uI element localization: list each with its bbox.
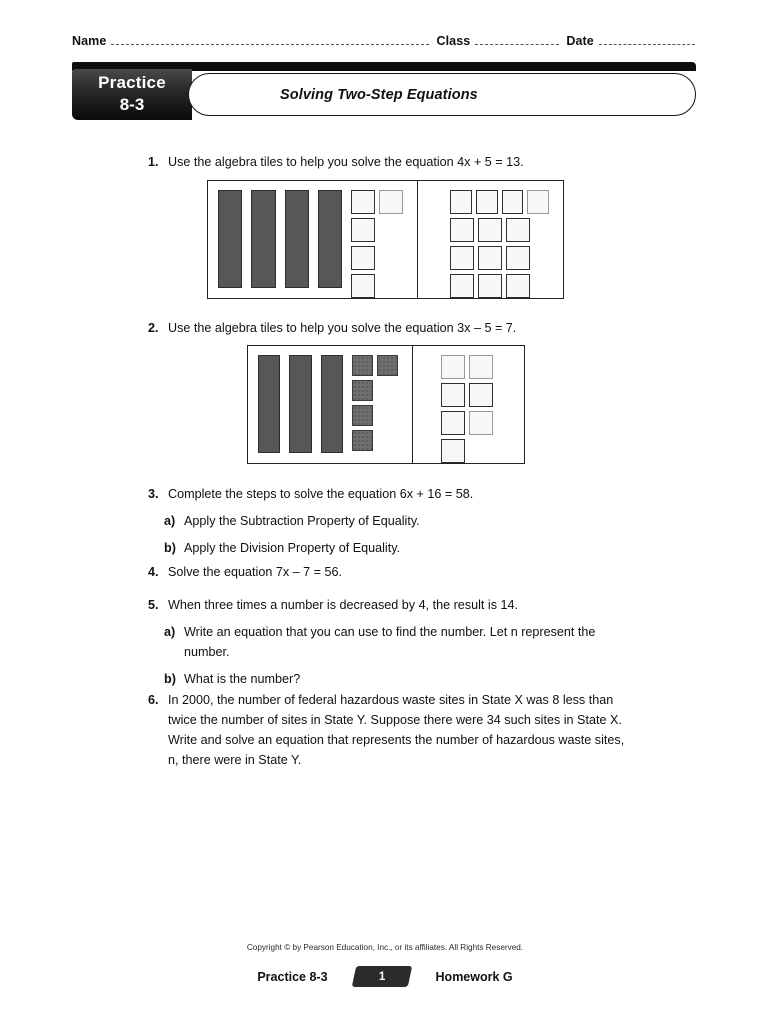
unit-tile (469, 411, 493, 435)
question-5-part-a-label: a) (164, 625, 176, 639)
page-title: Solving Two-Step Equations (280, 86, 478, 103)
negative-unit-tile (351, 380, 373, 401)
diagram-2-right-pane (413, 346, 524, 463)
footer-homework-label: Homework G (435, 969, 513, 984)
question-6-number: 6. (148, 693, 159, 707)
unit-tile (506, 246, 530, 270)
question-3-part-b-text: Apply the Division Property of Equality. (184, 541, 401, 555)
class-blank[interactable] (475, 33, 560, 45)
question-3-part-b: b) Apply the Division Property of Equali… (164, 538, 648, 558)
unit-tile (441, 439, 465, 463)
diagram-1-left-unit-tiles (351, 190, 407, 302)
practice-banner: Practice 8-3 Solving Two-Step Equations (72, 69, 696, 121)
unit-tile (351, 274, 375, 298)
unit-tile (469, 383, 493, 407)
question-3-part-b-label: b) (164, 541, 176, 555)
question-2: 2. Use the algebra tiles to help you sol… (148, 318, 648, 338)
x-tile (289, 355, 312, 453)
diagram-2-right-unit-tiles (423, 355, 514, 467)
name-label: Name (72, 34, 107, 48)
x-tile (284, 190, 309, 288)
diagram-2-left-pane (248, 346, 413, 463)
unit-tile (441, 383, 465, 407)
x-tile (251, 190, 276, 288)
question-5-text: When three times a number is decreased b… (168, 598, 518, 612)
question-5-part-b-label: b) (164, 672, 176, 686)
question-3-part-a-text: Apply the Subtraction Property of Equali… (184, 514, 420, 528)
question-3: 3. Complete the steps to solve the equat… (148, 484, 648, 558)
x-tile (258, 355, 281, 453)
question-1-number: 1. (148, 155, 159, 169)
question-3-part-a: a) Apply the Subtraction Property of Equ… (164, 511, 648, 531)
page-number-badge: 1 (351, 966, 412, 987)
footer-practice-label: Practice 8-3 (257, 969, 328, 984)
question-3-number: 3. (148, 487, 159, 501)
unit-tile (501, 190, 524, 214)
question-2-number: 2. (148, 321, 159, 335)
unit-tile (478, 274, 502, 298)
question-3-text: Complete the steps to solve the equation… (168, 487, 474, 501)
unit-tile (351, 246, 375, 270)
negative-unit-tile (351, 355, 373, 376)
x-tile (218, 190, 243, 288)
practice-tab-label: Practice (98, 73, 166, 92)
student-info-line: Name Class Date (72, 33, 698, 48)
question-6: 6. In 2000, the number of federal hazard… (148, 690, 638, 770)
unit-tile (450, 246, 474, 270)
algebra-tiles-diagram-1 (207, 180, 564, 299)
unit-tile (441, 411, 465, 435)
negative-unit-tile (351, 405, 373, 426)
x-tile (317, 190, 342, 288)
unit-tile (351, 190, 375, 214)
question-5-number: 5. (148, 598, 159, 612)
practice-tab: Practice 8-3 (72, 69, 192, 120)
date-blank[interactable] (598, 33, 695, 45)
lesson-title-pill: Solving Two-Step Equations (188, 73, 696, 116)
question-6-text: In 2000, the number of federal hazardous… (168, 693, 625, 767)
unit-tile (450, 218, 474, 242)
unit-tile (478, 246, 502, 270)
question-1: 1. Use the algebra tiles to help you sol… (148, 152, 648, 172)
question-5-part-a-text: Write an equation that you can use to fi… (184, 625, 596, 659)
unit-tile (475, 190, 498, 214)
negative-unit-tile (376, 355, 398, 376)
lesson-number-label: 8-3 (119, 95, 145, 114)
question-1-text: Use the algebra tiles to help you solve … (168, 155, 524, 169)
question-5-part-b: b) What is the number? (164, 669, 638, 689)
banner-top-rule (72, 62, 696, 71)
unit-tile (379, 190, 403, 214)
name-blank[interactable] (111, 33, 430, 45)
unit-tile (506, 218, 530, 242)
x-tile (320, 355, 343, 453)
question-5-part-b-text: What is the number? (184, 672, 301, 686)
question-2-text: Use the algebra tiles to help you solve … (168, 321, 517, 335)
page-footer: Practice 8-3 1 Homework G (0, 966, 770, 987)
unit-tile (478, 218, 502, 242)
diagram-2-left-unit-tiles (351, 355, 402, 455)
algebra-tiles-diagram-2 (247, 345, 525, 464)
question-5-part-a: a) Write an equation that you can use to… (164, 622, 638, 662)
diagram-1-right-unit-tiles (428, 190, 553, 302)
question-4-number: 4. (148, 565, 159, 579)
question-5: 5. When three times a number is decrease… (148, 595, 638, 689)
unit-tile (506, 274, 530, 298)
unit-tile (441, 355, 465, 379)
diagram-1-left-pane (208, 181, 418, 298)
diagram-1-right-pane (418, 181, 563, 298)
question-3-part-a-label: a) (164, 514, 176, 528)
unit-tile (450, 190, 472, 214)
unit-tile (351, 218, 375, 242)
question-4: 4. Solve the equation 7x – 7 = 56. (148, 562, 648, 582)
class-label: Class (436, 34, 471, 48)
date-label: Date (566, 34, 594, 48)
unit-tile (469, 355, 493, 379)
copyright-notice: Copyright © by Pearson Education, Inc., … (246, 943, 524, 952)
negative-unit-tile (351, 430, 373, 451)
unit-tile (450, 274, 474, 298)
unit-tile (527, 190, 549, 214)
question-4-text: Solve the equation 7x – 7 = 56. (168, 565, 342, 579)
page-number: 1 (378, 970, 385, 983)
